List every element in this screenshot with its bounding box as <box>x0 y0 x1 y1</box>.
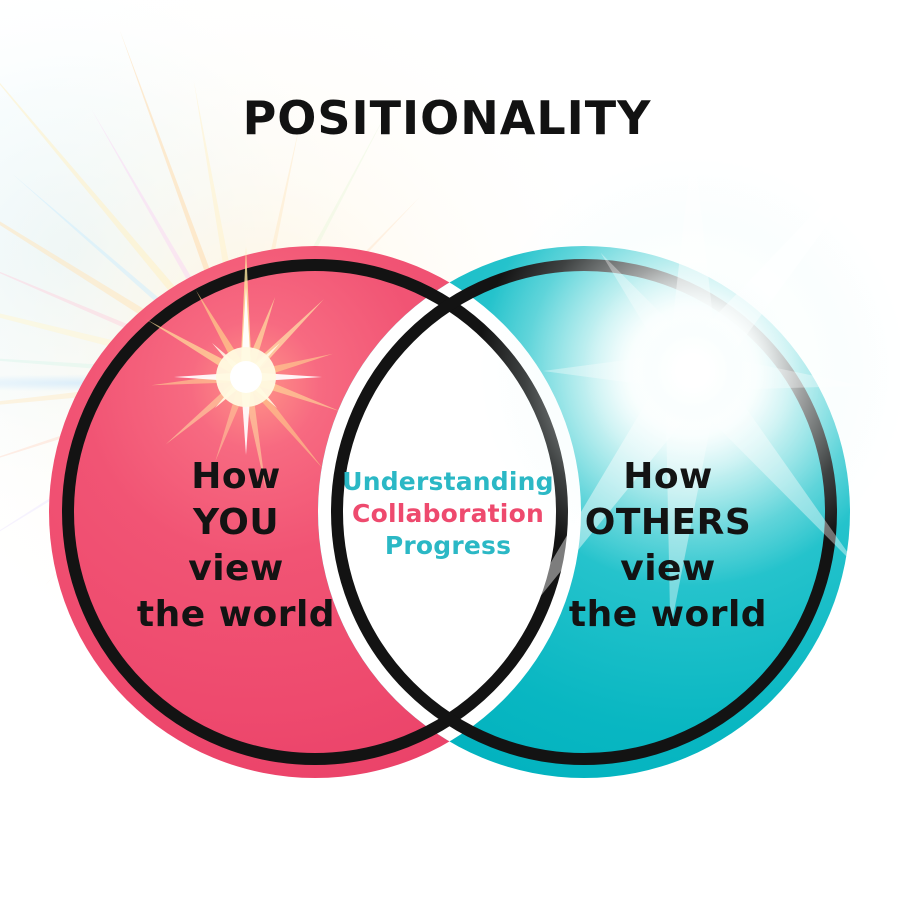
overlap-label-line: Understanding <box>342 467 554 496</box>
right-label-line: the world <box>569 594 767 635</box>
right-circle-label: How OTHERS view the world <box>569 456 767 635</box>
diagram-title: POSITIONALITY <box>243 91 652 145</box>
overlap-label-line: Collaboration <box>352 499 544 528</box>
soft-white-starburst <box>478 118 900 642</box>
left-circle-label: How YOU view the world <box>137 456 335 635</box>
overlap-label-line: Progress <box>385 531 511 560</box>
left-label-line: How <box>191 456 281 497</box>
sun-burst-flare <box>106 237 386 517</box>
right-label-line: How <box>623 456 713 497</box>
overlap-region <box>318 246 581 778</box>
left-label-line: view <box>188 548 283 589</box>
left-label-line: the world <box>137 594 335 635</box>
starburst-core <box>638 316 748 426</box>
sun-core <box>230 361 262 393</box>
left-label-line: YOU <box>192 502 279 543</box>
right-label-line: view <box>620 548 715 589</box>
overlap-label: Understanding Collaboration Progress <box>342 467 554 560</box>
right-label-line: OTHERS <box>585 502 752 543</box>
